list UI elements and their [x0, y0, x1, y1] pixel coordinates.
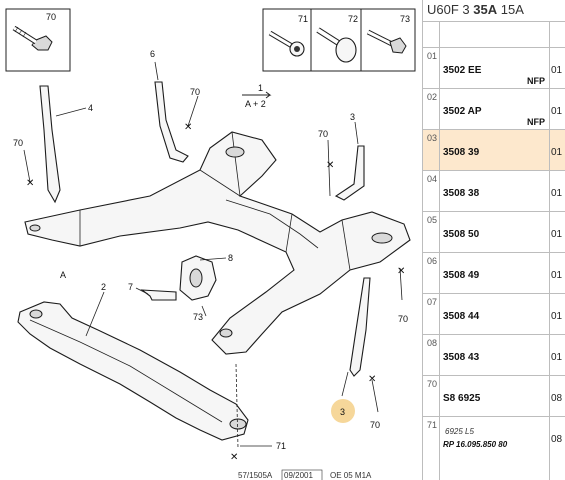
row-index: 02 — [423, 89, 440, 129]
row-nfp-badge: NFP — [527, 117, 545, 127]
svg-text:✕: ✕ — [26, 178, 34, 189]
hardware-label-73: 73 — [400, 14, 410, 24]
row-index: 08 — [423, 335, 440, 375]
row-index: 06 — [423, 253, 440, 293]
hardware-label-70: 70 — [46, 12, 56, 22]
bolt-73-icon[interactable] — [366, 29, 407, 54]
row-index: 07 — [423, 294, 440, 334]
callout-70-bottom[interactable]: 70 — [370, 420, 380, 430]
link-7[interactable] — [135, 287, 177, 301]
row-quantity: 01 — [549, 253, 565, 293]
footer-ref: OE 05 M1A — [330, 471, 372, 480]
callout-7[interactable]: 7 — [128, 282, 133, 292]
hardware-label-72: 72 — [348, 14, 358, 24]
part-row-05[interactable]: 05 3508 50 01 — [423, 212, 565, 253]
row-reference: 3508 44 — [443, 311, 480, 322]
row-reference: 3508 39 — [443, 147, 480, 158]
diagram-canvas: 70 71 72 73 — [5, 8, 416, 480]
row-index: 70 — [423, 376, 440, 416]
row-quantity: 01 — [549, 212, 565, 252]
bracket-3-upper[interactable] — [334, 121, 365, 201]
row-quantity: 01 — [549, 294, 565, 334]
row-quantity: 01 — [549, 335, 565, 375]
row-reference: 3508 43 — [443, 352, 480, 363]
callout-70-left[interactable]: 70 — [13, 138, 23, 148]
part-row-70[interactable]: 70 S8 6925 08 — [423, 376, 565, 417]
footer-date: 09/2001 — [284, 471, 313, 480]
part-row-07[interactable]: 07 3508 44 01 — [423, 294, 565, 335]
subframe-lower[interactable] — [17, 291, 249, 441]
svg-text:✕: ✕ — [368, 374, 376, 385]
row-index: 01 — [423, 48, 440, 88]
row-note: 6925 L5 — [445, 427, 474, 436]
callout-3-bottom[interactable]: 3 — [340, 407, 345, 417]
bracket-3-lower[interactable] — [341, 277, 371, 397]
part-row-03-selected[interactable]: 03 3508 39 01 — [423, 130, 565, 171]
svg-text:✕: ✕ — [230, 452, 238, 463]
row-quantity: 08 — [549, 417, 565, 480]
mount-8[interactable] — [179, 255, 227, 301]
callout-70-mid[interactable]: 70 — [318, 129, 328, 139]
header-code: U60F 3 — [427, 2, 470, 17]
row-reference: 3502 EE — [443, 65, 482, 76]
callout-6[interactable]: 6 — [150, 49, 155, 59]
footer-code: 57/1505A — [238, 471, 273, 480]
hardware-box-70[interactable]: 70 — [5, 8, 71, 72]
row-reference: 3508 38 — [443, 188, 480, 199]
row-alt-reference: RP 16.095.850 80 — [443, 440, 508, 449]
row-reference: 3502 AP — [443, 106, 482, 117]
flange-bolt-icon — [12, 25, 53, 51]
part-row-71[interactable]: 71 6925 L5 RP 16.095.850 80 08 — [423, 417, 565, 480]
part-row-01[interactable]: 01 3502 EE NFP 01 — [423, 48, 565, 89]
row-quantity: 01 — [549, 89, 565, 129]
reference-number: 1 — [258, 83, 263, 93]
callout-2[interactable]: 2 — [101, 282, 106, 292]
callout-4[interactable]: 4 — [88, 103, 93, 113]
row-reference: 3508 50 — [443, 229, 480, 240]
row-quantity: 01 — [549, 130, 565, 170]
callout-3-highlight[interactable] — [331, 399, 355, 423]
svg-text:✕: ✕ — [397, 266, 405, 277]
row-quantity: 01 — [549, 48, 565, 88]
screw-71-icon[interactable] — [268, 30, 305, 57]
clip-72-icon[interactable] — [316, 27, 357, 63]
svg-text:✕: ✕ — [184, 122, 192, 133]
exploded-diagram: 70 71 72 73 — [5, 8, 416, 480]
callout-70-top[interactable]: 70 — [190, 87, 200, 97]
row-index: 05 — [423, 212, 440, 252]
hardware-label-71: 71 — [298, 14, 308, 24]
panel-header: U60F 3 35A 15A — [423, 0, 565, 22]
callout-8[interactable]: 8 — [228, 253, 233, 263]
svg-text:✕: ✕ — [326, 160, 334, 171]
callout-73[interactable]: 73 — [193, 312, 203, 322]
row-index: 04 — [423, 171, 440, 211]
bolt-markers: ✕ ✕ ✕ ✕ ✕ ✕ — [23, 95, 405, 463]
reference-view: A + 2 — [245, 99, 266, 109]
header-suffix: 15A — [500, 2, 524, 17]
bracket-4[interactable] — [39, 85, 87, 204]
part-row-04[interactable]: 04 3508 38 01 — [423, 171, 565, 212]
part-row-06[interactable]: 06 3508 49 01 — [423, 253, 565, 294]
diagram-footer: 57/1505A 09/2001 OE 05 M1A — [238, 469, 372, 480]
row-reference: 3508 49 — [443, 270, 480, 281]
row-quantity: 08 — [549, 376, 565, 416]
row-nfp-badge: NFP — [527, 76, 545, 86]
parts-list-panel: U60F 3 35A 15A 01 3502 EE NFP 01 02 3502… — [422, 0, 565, 480]
header-bold: 35A — [473, 2, 498, 17]
part-row-08[interactable]: 08 3508 43 01 — [423, 335, 565, 376]
bracket-6[interactable] — [154, 61, 189, 163]
view-reference: 1 A + 2 — [242, 83, 272, 109]
callout-70-right[interactable]: 70 — [398, 314, 408, 324]
panel-subheader — [423, 22, 565, 48]
row-index: 03 — [423, 130, 440, 170]
callout-A[interactable]: A — [60, 270, 66, 280]
crossmember-frame[interactable] — [24, 131, 411, 355]
row-quantity: 01 — [549, 171, 565, 211]
part-row-02[interactable]: 02 3502 AP NFP 01 — [423, 89, 565, 130]
hardware-box-71-73: 71 72 73 — [262, 8, 416, 72]
row-reference: S8 6925 — [443, 393, 481, 404]
row-index: 71 — [423, 417, 440, 480]
callout-71[interactable]: 71 — [276, 441, 286, 451]
callout-3-top[interactable]: 3 — [350, 112, 355, 122]
